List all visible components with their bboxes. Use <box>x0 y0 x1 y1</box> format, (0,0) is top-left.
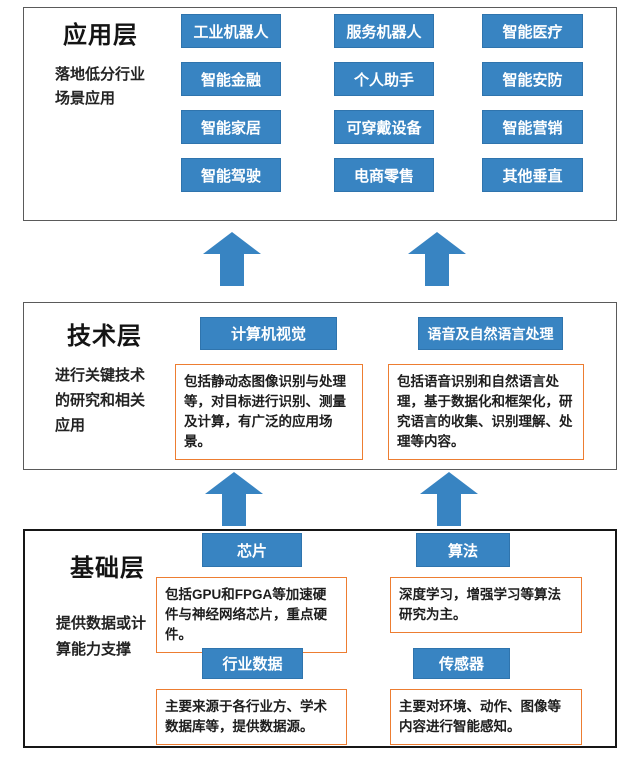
application-layer-subtitle: 落地低分行业 场景应用 <box>55 63 145 111</box>
foundation-category-chip: 传感器 <box>413 648 510 679</box>
subtitle-line: 提供数据或计 <box>56 615 147 632</box>
technology-layer-subtitle: 进行关键技术 的研究和相关 应用 <box>55 363 145 438</box>
application-item: 个人助手 <box>334 62 434 96</box>
technology-category-chip: 计算机视觉 <box>200 317 337 350</box>
foundation-layer-subtitle: 提供数据或计 算能力支撑 <box>56 611 146 663</box>
application-item: 智能医疗 <box>482 14 583 48</box>
subtitle-line: 进行关键技术 <box>55 367 146 384</box>
foundation-layer-panel: 基础层 提供数据或计 算能力支撑 芯片 算法 包括GPU和FPGA等加速硬件与神… <box>23 529 617 748</box>
up-arrow-icon <box>408 232 466 286</box>
application-layer-title: 应用层 <box>63 22 138 49</box>
subtitle-line: 落地低分行业 <box>55 66 146 83</box>
application-item: 电商零售 <box>334 158 434 192</box>
application-item: 智能金融 <box>181 62 281 96</box>
up-arrow-icon <box>205 472 263 526</box>
foundation-description-box: 主要对环境、动作、图像等内容进行智能感知。 <box>390 689 582 745</box>
foundation-description-box: 深度学习，增强学习等算法研究为主。 <box>390 577 582 633</box>
up-arrow-icon <box>203 232 261 286</box>
foundation-description-box: 包括GPU和FPGA等加速硬件与神经网络芯片，重点硬件。 <box>156 577 347 653</box>
application-item: 其他垂直 <box>482 158 583 192</box>
application-item: 智能驾驶 <box>181 158 281 192</box>
technology-layer-title: 技术层 <box>67 323 142 350</box>
subtitle-line: 场景应用 <box>55 90 116 107</box>
application-item: 智能安防 <box>482 62 583 96</box>
application-item: 服务机器人 <box>334 14 434 48</box>
subtitle-line: 算能力支撑 <box>56 641 132 658</box>
application-item: 可穿戴设备 <box>334 110 434 144</box>
application-item: 智能家居 <box>181 110 281 144</box>
foundation-layer-title: 基础层 <box>70 555 145 582</box>
application-item: 工业机器人 <box>181 14 281 48</box>
technology-category-chip: 语音及自然语言处理 <box>418 317 563 350</box>
foundation-category-chip: 算法 <box>416 533 510 567</box>
foundation-category-chip: 行业数据 <box>202 648 303 679</box>
foundation-category-chip: 芯片 <box>202 533 302 567</box>
application-item: 智能营销 <box>482 110 583 144</box>
foundation-description-box: 主要来源于各行业方、学术数据库等，提供数据源。 <box>156 689 347 745</box>
subtitle-line: 应用 <box>55 417 86 434</box>
technology-layer-panel: 技术层 进行关键技术 的研究和相关 应用 计算机视觉 语音及自然语言处理 包括静… <box>23 302 617 470</box>
subtitle-line: 的研究和相关 <box>55 392 146 409</box>
application-layer-panel: 应用层 落地低分行业 场景应用 工业机器人 服务机器人 智能医疗 智能金融 个人… <box>23 7 617 221</box>
technology-description-box: 包括语音识别和自然语言处理，基于数据化和框架化，研究语言的收集、识别理解、处理等… <box>388 364 584 460</box>
technology-description-box: 包括静动态图像识别与处理等，对目标进行识别、测量及计算，有广泛的应用场景。 <box>175 364 363 460</box>
up-arrow-icon <box>420 472 478 526</box>
